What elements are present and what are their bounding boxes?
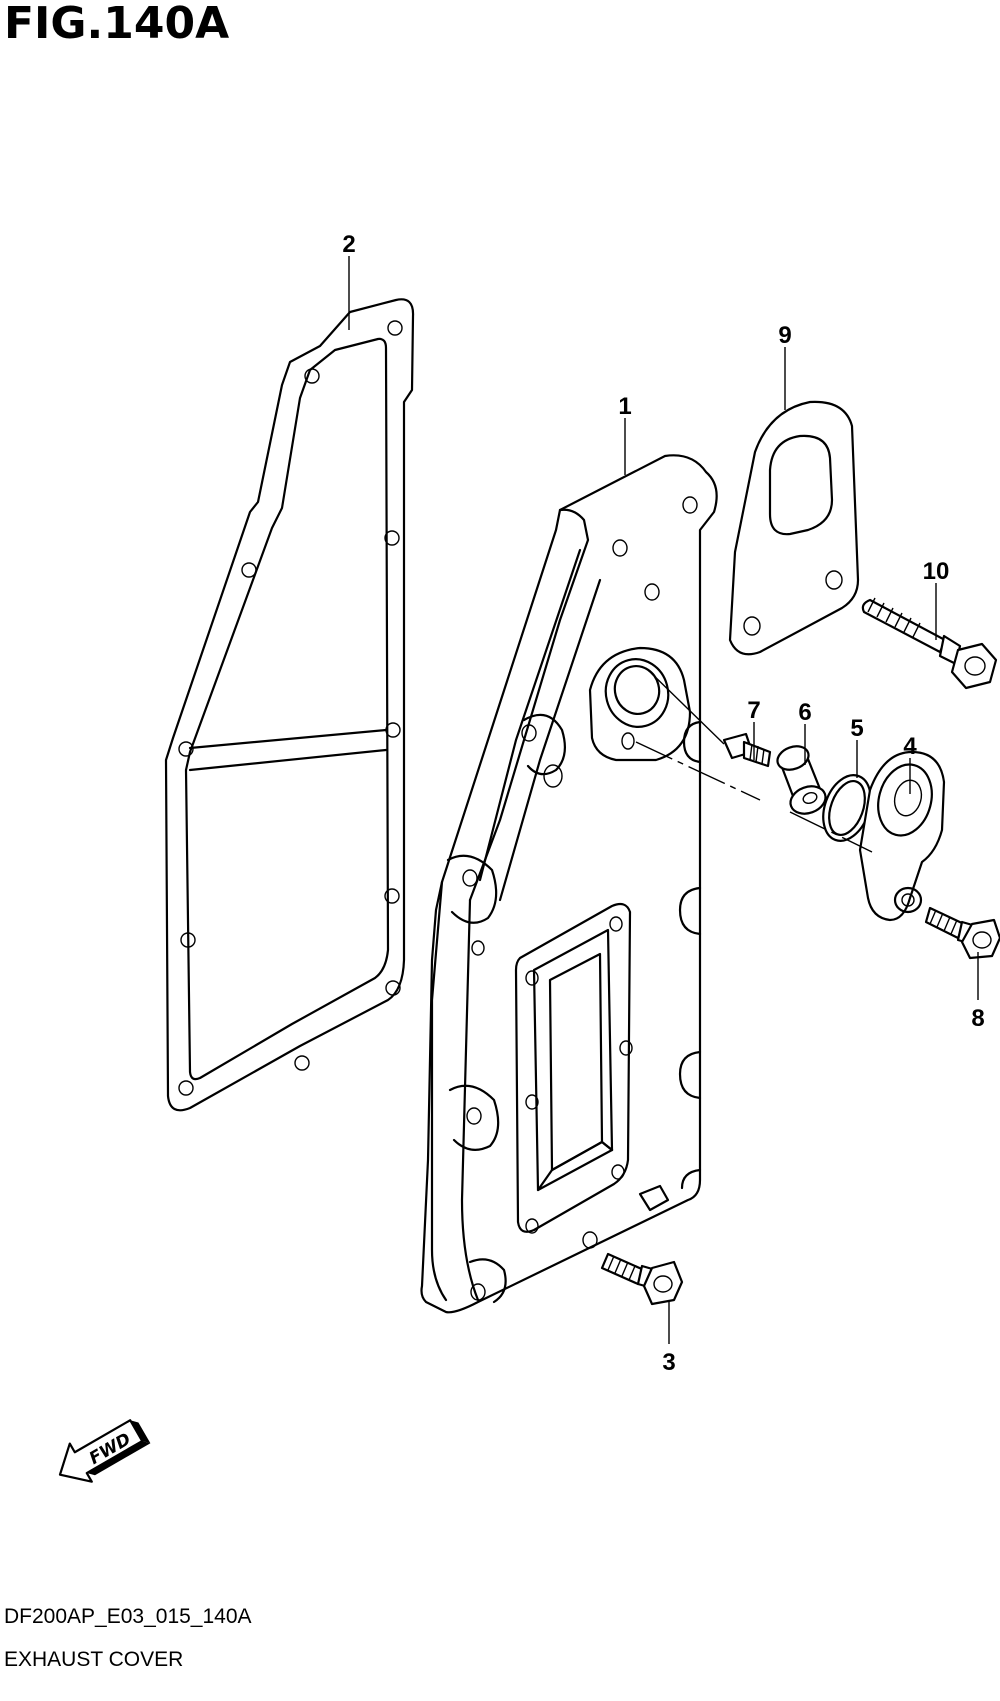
assembly-lines [635, 667, 873, 853]
long-bolt-part [861, 597, 998, 690]
callout-6: 6 [798, 699, 811, 726]
page-title: FIG.140A [4, 0, 230, 49]
leader-lines [348, 256, 979, 1344]
callout-8: 8 [971, 1005, 984, 1032]
callout-2: 2 [342, 231, 355, 258]
figure-caption: EXHAUST COVER [4, 1648, 184, 1671]
callout-9: 9 [778, 322, 791, 349]
plate-part [728, 400, 860, 656]
small-bolt-part [722, 732, 772, 768]
gasket-part [164, 298, 415, 1112]
callout-5: 5 [850, 715, 863, 742]
bolt-3-part [600, 1252, 684, 1306]
bolt-8-part [924, 906, 1000, 960]
fwd-arrow-icon: FWD [58, 1419, 151, 1483]
callout-1: 1 [618, 393, 631, 420]
collar-part [776, 745, 827, 815]
callout-10: 10 [923, 558, 950, 585]
flange-cap-part [858, 750, 946, 922]
callout-7: 7 [747, 697, 760, 724]
reference-code: DF200AP_E03_015_140A [4, 1605, 252, 1628]
callout-4: 4 [903, 733, 917, 760]
callout-3: 3 [662, 1349, 675, 1376]
exhaust-cover-part [420, 454, 718, 1314]
